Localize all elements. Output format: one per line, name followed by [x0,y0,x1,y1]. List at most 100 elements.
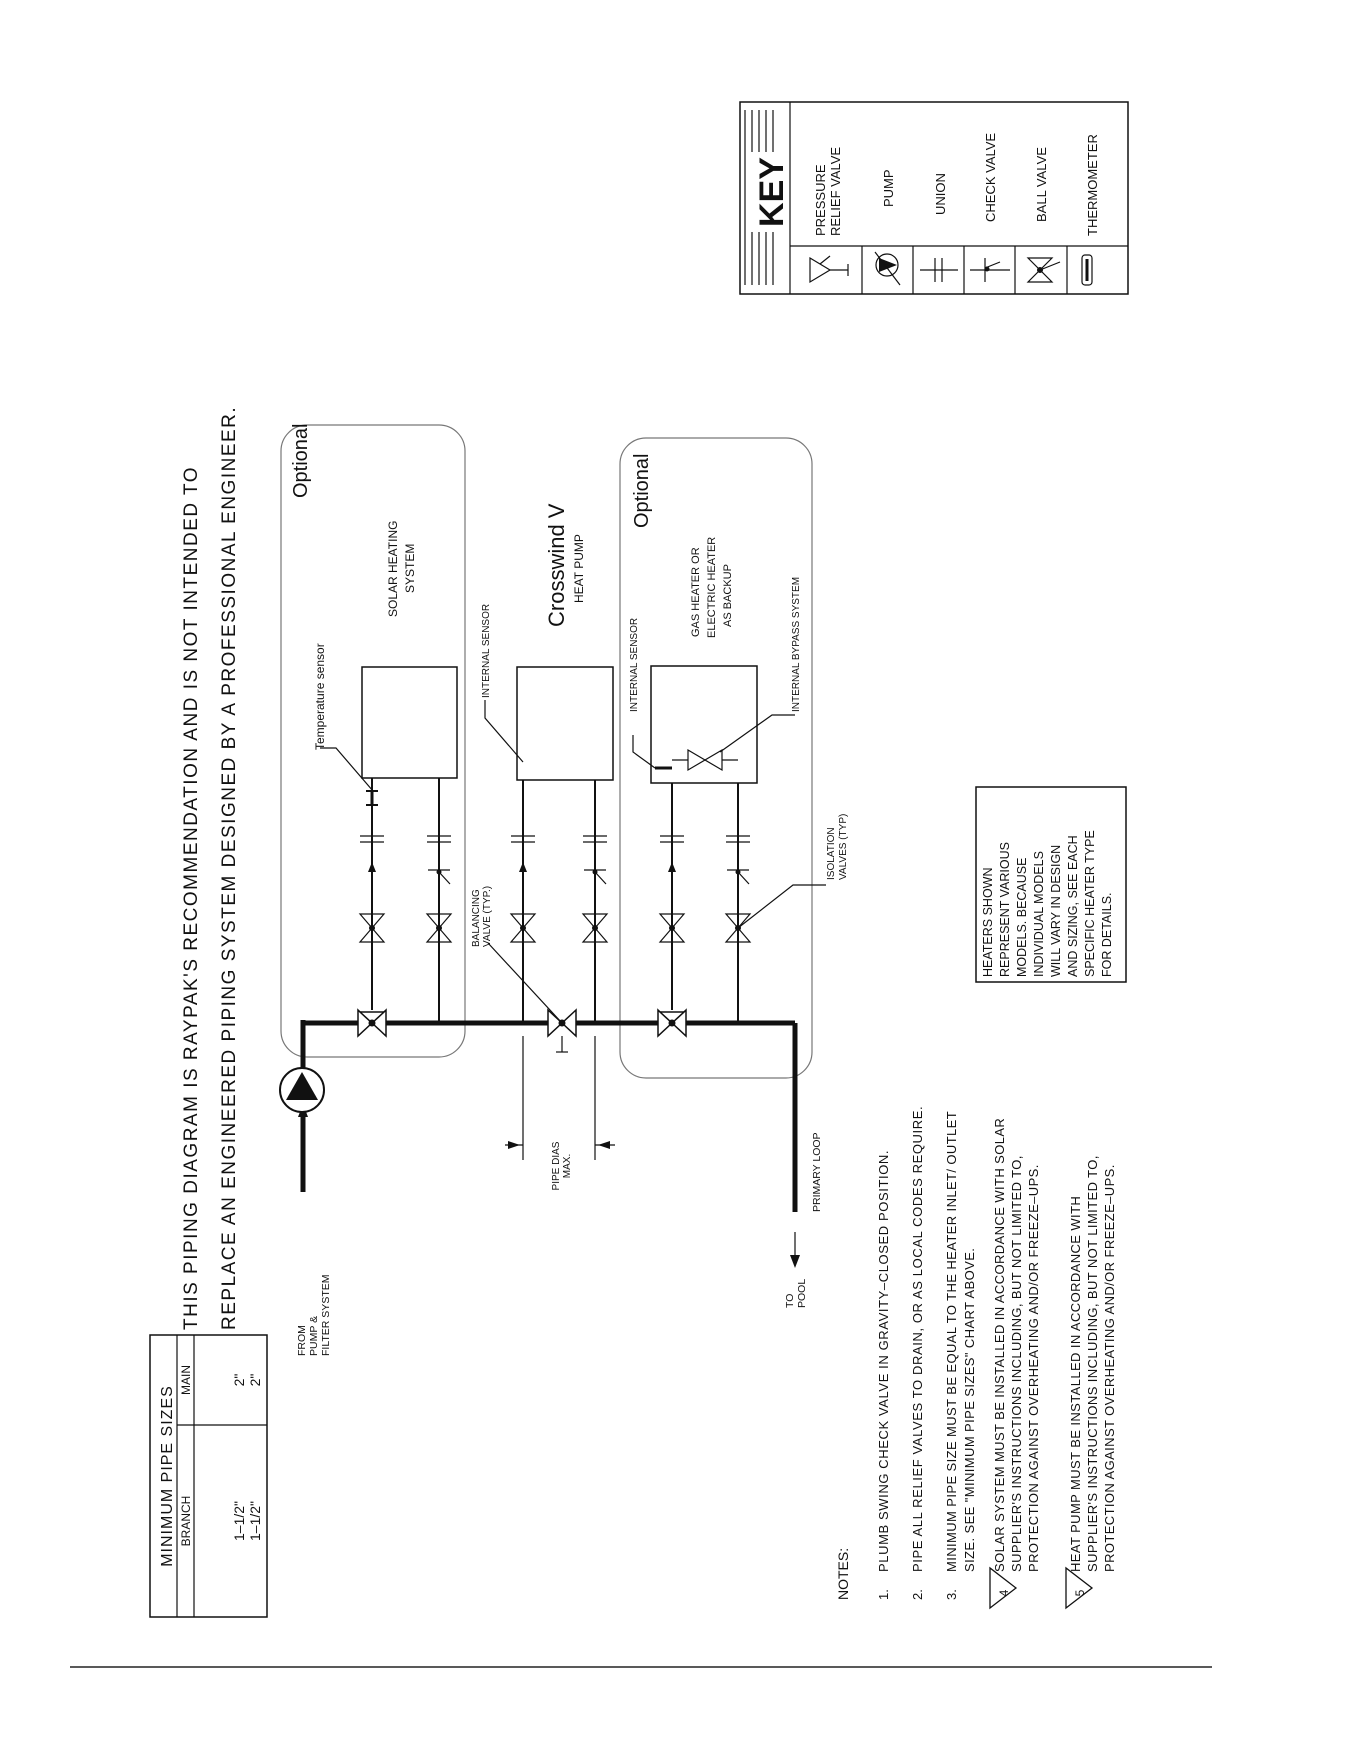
label-crosswind: Crosswind V [544,503,569,627]
union-icon [726,835,750,843]
heat-pump-branch [509,666,614,1023]
flow-arrow-icon [368,862,376,872]
pipe-sizes-row2-main: 2" [247,1374,263,1387]
flow-arrow-icon [519,862,527,872]
check-valve-icon [428,869,451,885]
three-way-valve [657,1008,687,1038]
heat-pump-box [516,666,614,781]
note-text: HEAT PUMP MUST BE INSTALLED IN ACCORDANC… [1068,1196,1083,1572]
ball-valve-icon [358,913,386,943]
key-item-label: PUMP [881,169,896,207]
union-icon [660,835,684,843]
key-item-label: BALL VALVE [1034,147,1049,222]
title-block: THIS PIPING DIAGRAM IS RAYPAK'S RECOMMEN… [181,406,240,1330]
note-number: 4 [997,1589,1011,1596]
label-heat-pump: HEAT PUMP [572,534,586,603]
symbol-key: KEY PRESSURE RELIEF VALVE [739,101,1129,295]
label-internal-sensor: INTERNAL SENSOR [629,618,640,712]
note-text: MINIMUM PIPE SIZE MUST BE EQUAL TO THE H… [944,1111,959,1572]
main-pump [279,1067,325,1113]
label-gas-heater: AS BACKUP [722,564,734,627]
label-optional-backup: Optional [631,454,653,529]
ball-valve-icon [509,913,537,943]
note-text: PROTECTION AGAINST OVERHEATING AND/OR FR… [1026,1164,1041,1572]
union-icon [427,835,451,843]
label-temperature-sensor: Temperature sensor [313,643,327,750]
note-number: 3. [944,1589,959,1600]
heaters-note-box: HEATERS SHOWN REPRESENT VARIOUS MODELS. … [975,786,1127,983]
key-item-pump: PUMP [874,169,901,286]
label-to-pool: TO [784,1294,796,1308]
solar-branch [358,666,458,1023]
key-title: KEY [753,157,791,227]
pressure-relief-valve-icon [809,255,849,284]
backup-heater-box [650,665,758,784]
three-way-valve [357,1008,387,1038]
pipe-sizes-title: MINIMUM PIPE SIZES [159,1385,176,1567]
key-item-pressure-relief: PRESSURE RELIEF VALVE [809,147,849,284]
leader-lines [320,700,826,1024]
notes-heading: NOTES: [835,1548,851,1600]
pipe-sizes-header-branch: BRANCH [179,1496,193,1547]
key-item-label: UNION [933,173,948,215]
label-solar-system: SOLAR HEATING [386,521,400,617]
check-valve-icon [584,869,607,885]
note-text: PLUMB SWING CHECK VALVE IN GRAVITY–CLOSE… [876,1150,891,1572]
label-isolation-valves: ISOLATION [826,827,837,880]
ball-valve-icon [658,913,686,943]
ball-valve-icon [425,913,453,943]
title-line-1: THIS PIPING DIAGRAM IS RAYPAK'S RECOMMEN… [181,466,202,1330]
pump-icon [279,1067,325,1113]
key-item-label: PRESSURE [813,164,828,236]
note-text: SOLAR SYSTEM MUST BE INSTALLED IN ACCORD… [992,1118,1007,1572]
bypass-valve-icon [687,748,723,772]
note-number: 1. [876,1589,891,1600]
key-item-label: RELIEF VALVE [828,147,843,236]
label-from-pump: PUMP & [308,1316,320,1356]
check-valve-icon [970,258,1010,282]
solar-heating-system-box [361,666,458,779]
union-icon [360,835,384,843]
key-item-thermometer: THERMOMETER [1081,134,1100,286]
heaters-note-line: INDIVIDUAL MODELS [1032,851,1046,977]
label-from-pump: FILTER SYSTEM [320,1275,332,1356]
label-isolation-valves: VALVES (TYP) [838,814,849,880]
pump-icon [874,251,901,286]
label-gas-heater: ELECTRIC HEATER [706,537,718,638]
heaters-note-line: WILL VARY IN DESIGN [1049,845,1063,977]
optional-enclosure-solar [280,424,466,1058]
union-icon [583,835,607,843]
heaters-note-line: MODELS. BECAUSE [1015,858,1029,977]
label-internal-bypass: INTERNAL BYPASS SYSTEM [791,577,802,712]
notes-block: NOTES: 1. PLUMB SWING CHECK VALVE IN GRA… [835,1106,1117,1610]
title-line-2: REPLACE AN ENGINEERED PIPING SYSTEM DESI… [219,406,240,1330]
heaters-note-line: SPECIFIC HEATER TYPE [1083,830,1097,977]
heaters-note-line: HEATERS SHOWN [981,868,995,978]
label-gas-heater: GAS HEATER OR [690,547,702,637]
pipe-sizes-row1-main: 2" [231,1374,247,1387]
thermometer-icon [1081,254,1093,286]
note-text: SUPPLIER'S INSTRUCTIONS INCLUDING, BUT N… [1009,1155,1024,1572]
union-icon [920,258,958,282]
note-text: PROTECTION AGAINST OVERHEATING AND/OR FR… [1102,1164,1117,1572]
temperature-sensor-icon [366,790,378,806]
label-optional-solar: Optional [290,424,312,499]
ball-valve-icon [581,913,609,943]
balancing-valve [547,1008,577,1053]
ball-valve-icon [547,1008,577,1053]
flow-arrow-icon [668,862,676,872]
note-text: PIPE ALL RELIEF VALVES TO DRAIN, OR AS L… [910,1106,925,1572]
pipe-sizes-row2-branch: 1–1/2" [247,1501,263,1541]
ball-valve-icon [357,1008,387,1038]
note-5-warning-icon: 5 [1065,1566,1094,1610]
note-number: 2. [910,1589,925,1600]
key-item-ball-valve: BALL VALVE [1026,147,1061,283]
heaters-note-line: AND SIZING, SEE EACH [1066,835,1080,977]
backup-heater-branch [650,665,758,1023]
pipe-sizes-row1-branch: 1–1/2" [231,1501,247,1541]
pipe-dias-dimension [505,1036,615,1160]
label-pipe-dias: MAX. [562,1154,573,1178]
label-pipe-dias: PIPE DIAS [551,1141,562,1190]
key-item-label: CHECK VALVE [983,133,998,222]
